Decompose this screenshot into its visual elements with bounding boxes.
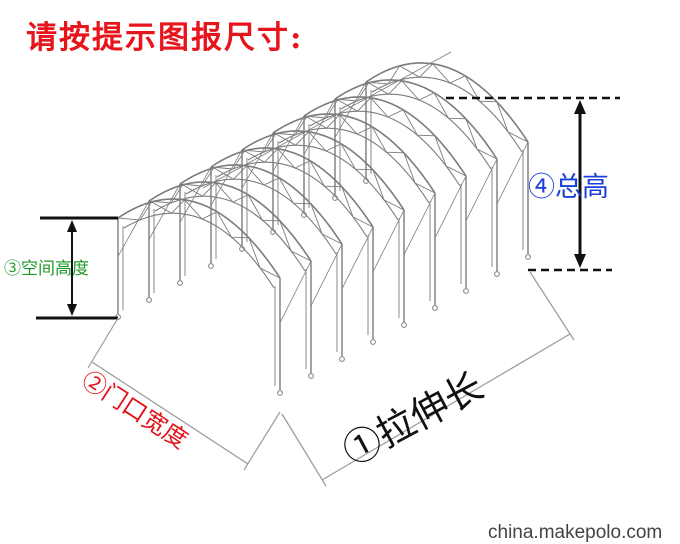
frame-foot	[494, 271, 500, 277]
frame-arch	[365, 62, 529, 143]
frame-brace	[303, 98, 336, 155]
frame-brace	[241, 132, 274, 189]
frame-truss	[272, 114, 436, 194]
frame-brace	[341, 226, 374, 289]
frame-brace	[419, 51, 452, 70]
frame-brace	[388, 68, 421, 87]
space-height-arrow-bottom	[67, 304, 77, 316]
frame-brace	[357, 85, 390, 104]
watermark-text: china.makepolo.com	[488, 522, 662, 543]
frame-foot	[339, 356, 345, 362]
frame-arch	[334, 79, 498, 160]
frame-foot	[208, 263, 214, 269]
frame-brace	[210, 149, 243, 206]
stretch-length-dimension	[281, 271, 575, 487]
stretch-length-label: ①拉伸长	[336, 364, 491, 474]
total-height-dimension	[446, 96, 620, 272]
frame-arch	[210, 147, 374, 228]
frame-arch	[272, 113, 436, 194]
frame-brace	[434, 175, 467, 238]
frame-truss	[334, 80, 498, 160]
frame-brace	[326, 102, 359, 121]
frame-foot	[370, 339, 376, 345]
frame-brace	[264, 136, 297, 155]
frame-arch	[117, 198, 281, 279]
space-height-arrow-top	[67, 220, 77, 232]
frame-foot	[432, 305, 438, 311]
frame-brace	[117, 200, 150, 257]
frame-brace	[334, 81, 367, 138]
door-width-label: ②门口宽度	[77, 366, 193, 455]
frame-truss	[303, 97, 467, 177]
frame-truss	[117, 199, 281, 279]
door-width-dimension	[87, 317, 281, 471]
frame-truss	[365, 63, 529, 143]
frame-brace	[279, 260, 312, 323]
frame-truss	[179, 165, 343, 245]
frame-arch	[179, 164, 343, 245]
frame-brace	[465, 158, 498, 221]
frame-brace	[272, 115, 305, 172]
space-height-dimension	[36, 216, 118, 320]
frame-brace	[202, 170, 235, 189]
frame-arch	[241, 130, 405, 211]
frame-brace	[295, 119, 328, 138]
frame-truss	[210, 148, 374, 228]
frame-foot	[401, 322, 407, 328]
frame-truss	[148, 182, 312, 262]
frame-truss	[241, 131, 405, 211]
page-title: 请按提示图报尺寸:	[26, 20, 303, 56]
space-height-label: ③空间高度	[4, 259, 89, 279]
frame-inner-arch	[123, 212, 275, 289]
frame-arch	[148, 181, 312, 262]
frame-foot	[525, 254, 531, 260]
frame-brace	[148, 183, 181, 240]
total-height-arrow-bottom	[574, 254, 586, 268]
frame-foot	[146, 297, 152, 303]
frame-brace	[310, 243, 343, 306]
frame-brace	[233, 153, 266, 172]
frame-brace	[496, 141, 529, 204]
frame-brace	[403, 192, 436, 255]
frame-brace	[372, 209, 405, 272]
frame-foot	[177, 280, 183, 286]
frame-foot	[463, 288, 469, 294]
frame-brace	[179, 166, 212, 223]
total-height-arrow-top	[574, 100, 586, 114]
frame-foot	[277, 390, 283, 396]
tent-frames	[115, 51, 531, 396]
frame-arch	[303, 96, 467, 177]
total-height-label: ④总高	[528, 172, 609, 203]
frame-foot	[308, 373, 314, 379]
